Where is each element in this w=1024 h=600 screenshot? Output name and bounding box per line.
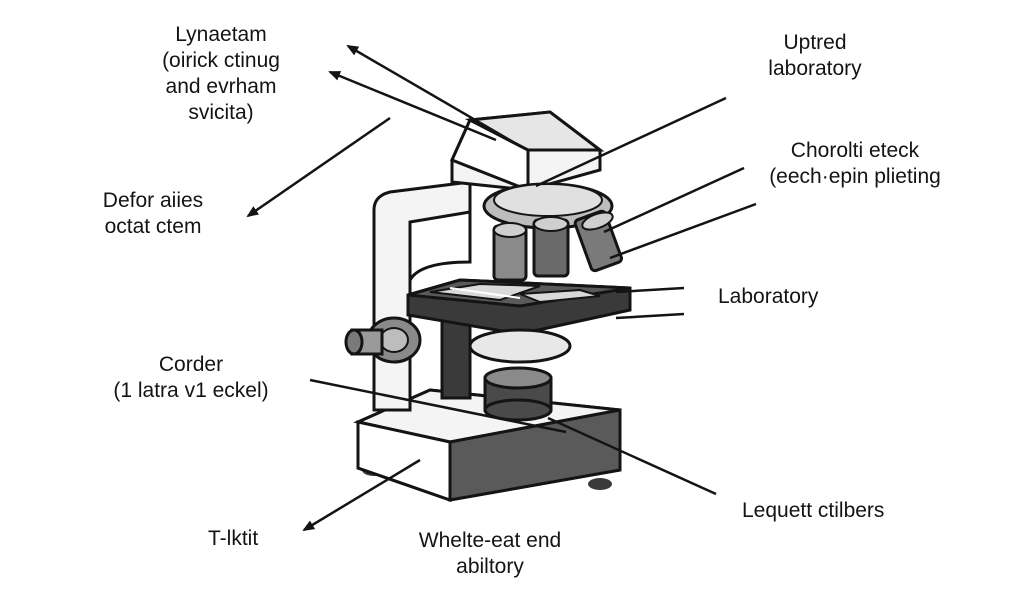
label-line: (eech·epin plieting — [730, 164, 980, 190]
label-bottom-center: Whelte-eat end abiltory — [380, 528, 600, 580]
label-line: Laboratory — [718, 284, 818, 310]
label-line: T-lktit — [208, 526, 258, 552]
label-line: Chorolti eteck — [730, 138, 980, 164]
label-line: (1 latra v1 eckel) — [86, 378, 296, 404]
label-line: Corder — [86, 352, 296, 378]
label-right-lower: Lequett ctilbers — [742, 498, 884, 524]
label-right-upper: Chorolti eteck (eech·epin plieting — [730, 138, 980, 190]
label-top-left: Lynaetam (oirick ctinug and evrham svici… — [136, 22, 306, 126]
label-line: svicita) — [136, 100, 306, 126]
label-top-right: Uptred laboratory — [740, 30, 890, 82]
label-bottom-left: T-lktit — [208, 526, 258, 552]
microscope-head — [452, 112, 600, 190]
label-right-mid: Laboratory — [718, 284, 818, 310]
label-line: octat ctem — [78, 214, 228, 240]
label-line: Lynaetam — [136, 22, 306, 48]
label-line: and evrham — [136, 74, 306, 100]
label-line: Uptred — [740, 30, 890, 56]
label-left-lower: Corder (1 latra v1 eckel) — [86, 352, 296, 404]
focus-knob — [346, 318, 420, 362]
label-line: laboratory — [740, 56, 890, 82]
label-line: Lequett ctilbers — [742, 498, 884, 524]
label-line: (oirick ctinug — [136, 48, 306, 74]
label-left-mid: Defor aiies octat ctem — [78, 188, 228, 240]
label-line: Whelte-eat end — [380, 528, 600, 554]
label-line: abiltory — [380, 554, 600, 580]
label-line: Defor aiies — [78, 188, 228, 214]
